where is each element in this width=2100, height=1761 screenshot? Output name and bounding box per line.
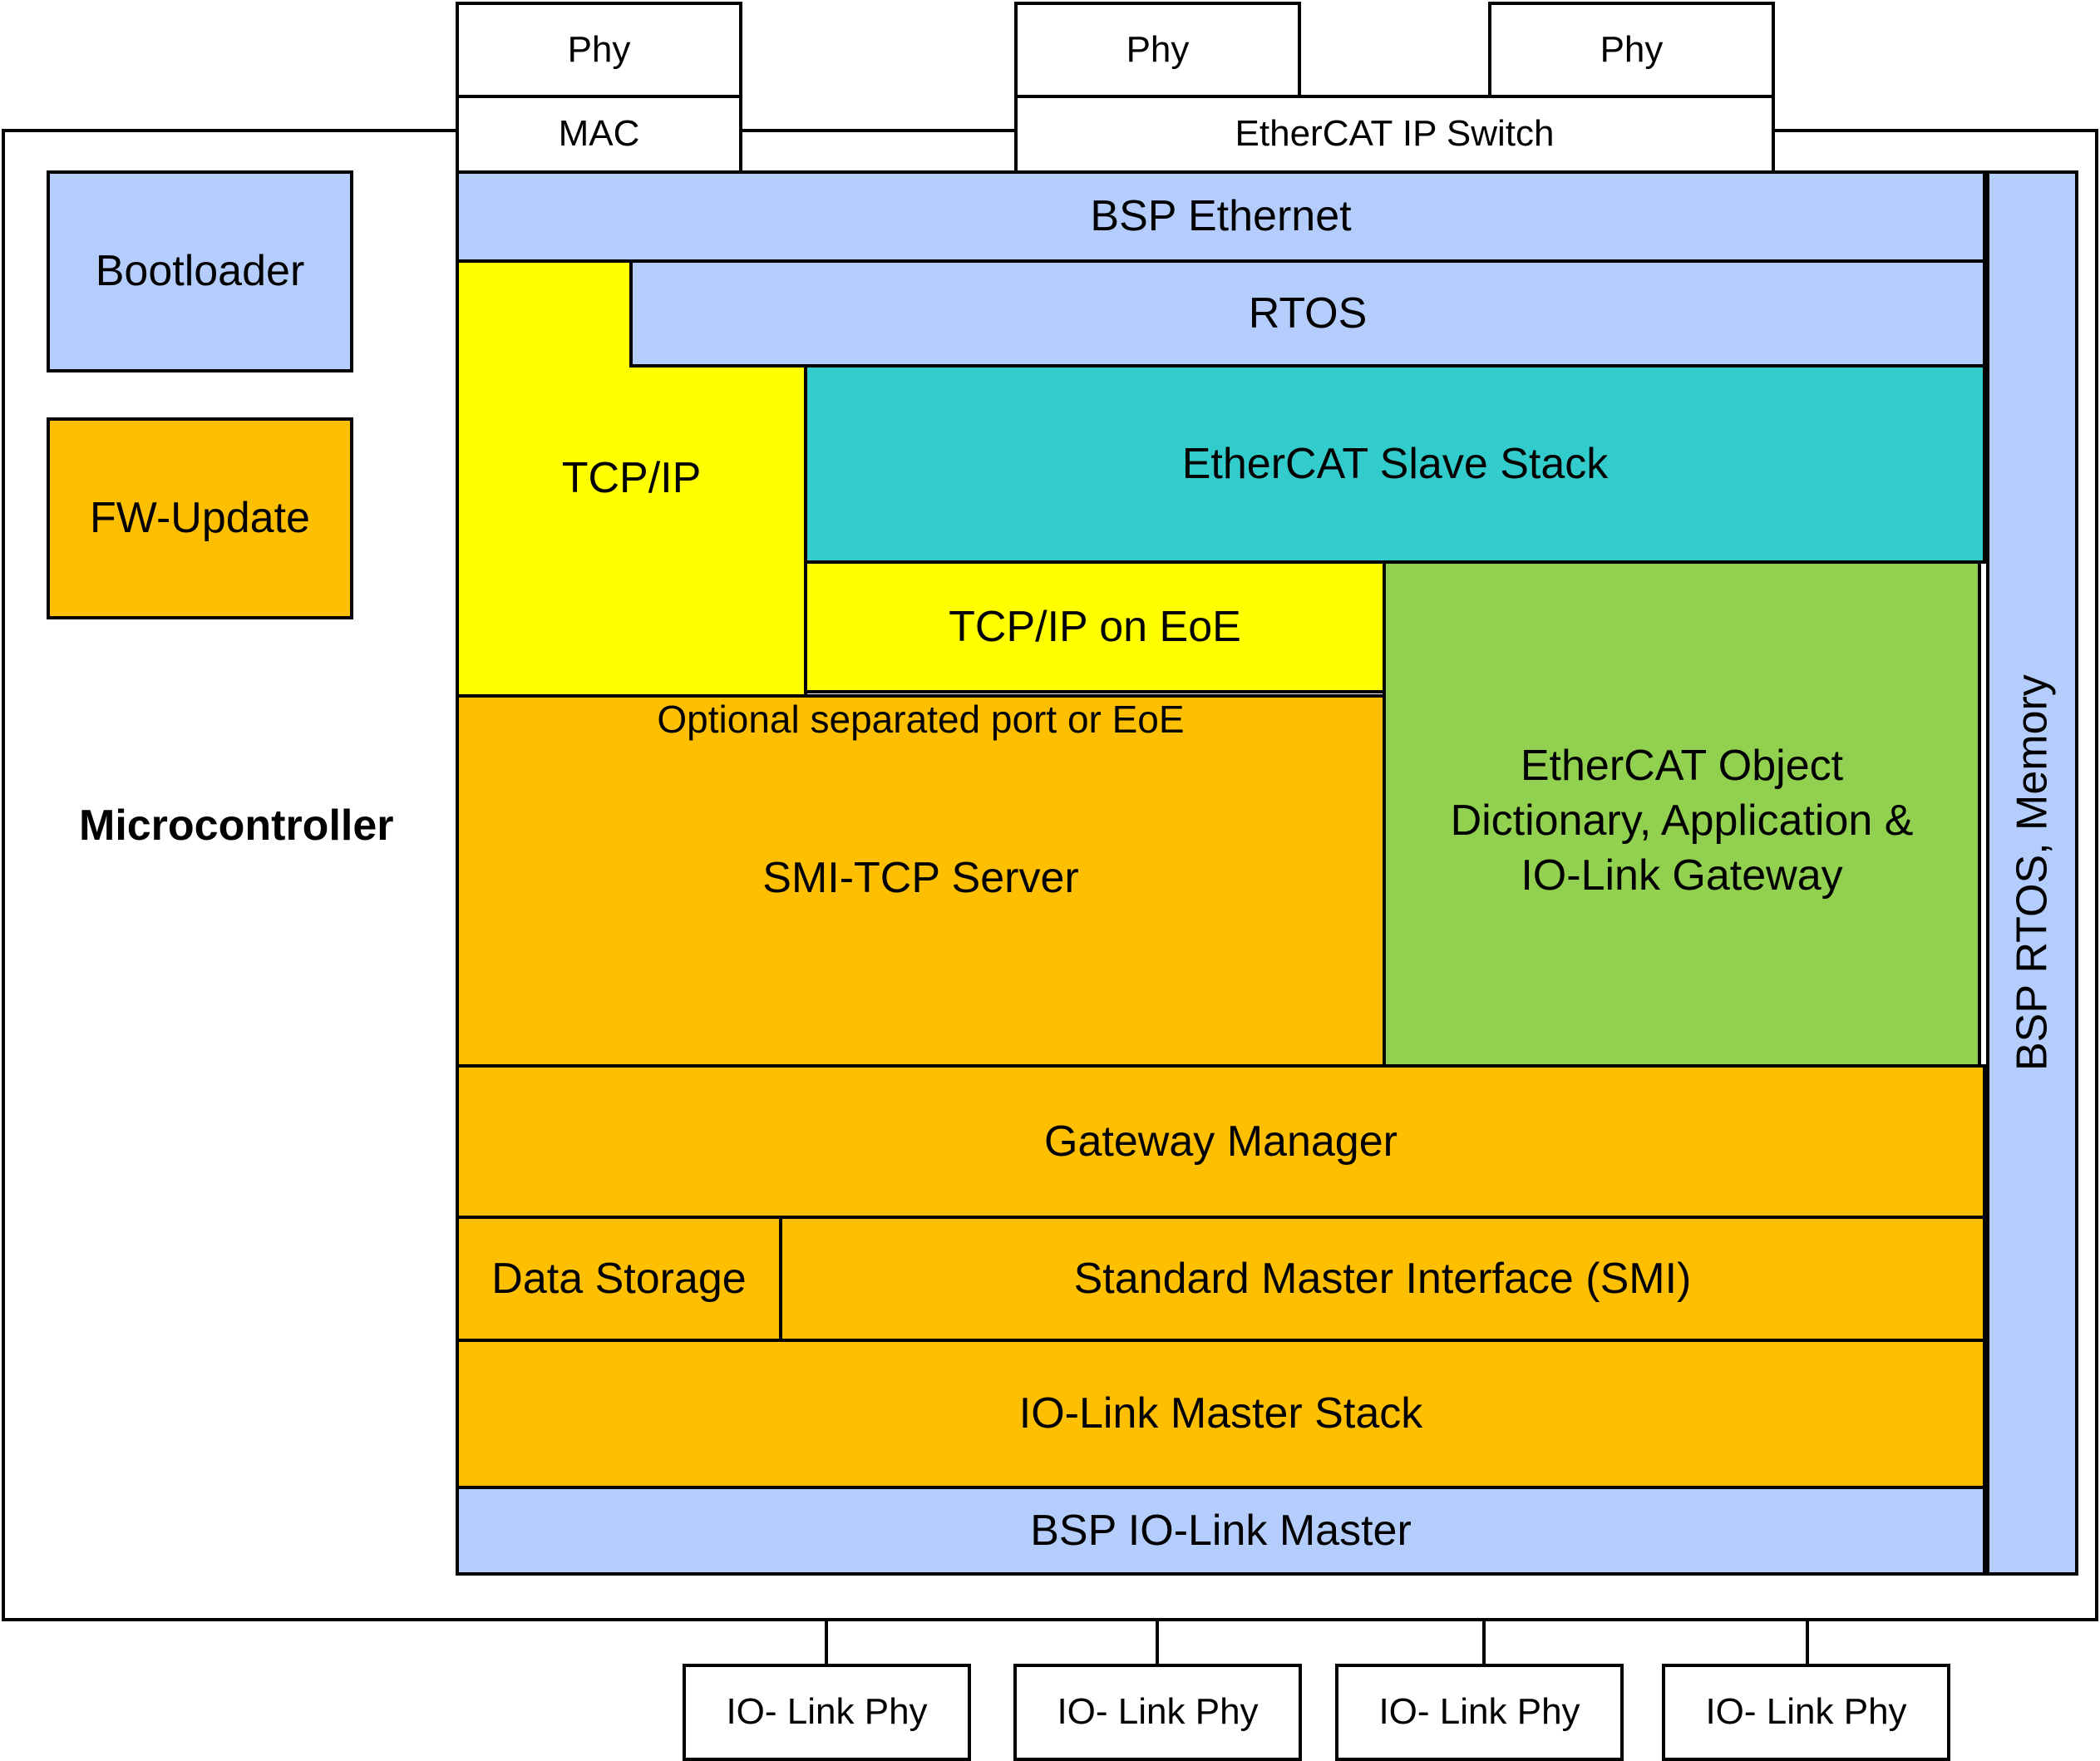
object-dictionary-line-3: IO-Link Gateway [1521,851,1843,900]
connector-line-2 [1156,1620,1159,1665]
phy-top-1: Phy [456,2,742,98]
data-storage-label: Data Storage [491,1254,747,1303]
connector-line-1 [825,1620,828,1665]
gateway-manager-layer: Gateway Manager [456,1064,1986,1219]
io-link-phy-2: IO- Link Phy [1013,1664,1302,1761]
ethercat-ip-switch-label: EtherCAT IP Switch [1235,113,1555,155]
fw-update-block: FW-Update [47,417,353,619]
io-link-phy-3-label: IO- Link Phy [1378,1691,1580,1733]
bsp-ethernet-layer: BSP Ethernet [456,170,1986,263]
smi-layer: Standard Master Interface (SMI) [779,1216,1986,1342]
connector-line-4 [1806,1620,1809,1665]
io-link-master-stack-layer: IO-Link Master Stack [456,1339,1986,1489]
bsp-rtos-memory-layer [1986,170,2078,1576]
ethercat-slave-stack-label: EtherCAT Slave Stack [1181,439,1609,488]
io-link-phy-3: IO- Link Phy [1335,1664,1624,1761]
bsp-io-link-master-label: BSP IO-Link Master [1030,1506,1412,1555]
gateway-manager-label: Gateway Manager [1044,1117,1398,1166]
phy-top-3-label: Phy [1600,28,1664,70]
tcp-ip-on-eoe-label: TCP/IP on EoE [949,602,1241,651]
io-link-phy-4-label: IO- Link Phy [1705,1691,1907,1733]
io-link-phy-1-label: IO- Link Phy [726,1691,928,1733]
bsp-ethernet-label: BSP Ethernet [1090,192,1352,241]
mac-block: MAC [456,95,742,174]
io-link-phy-4: IO- Link Phy [1662,1664,1950,1761]
bsp-rtos-memory-label: BSP RTOS, Memory [2008,674,2057,1072]
phy-top-1-label: Phy [567,28,631,70]
rtos-label: RTOS [1248,289,1368,338]
phy-top-2-label: Phy [1126,28,1190,70]
rtos-layer: RTOS [629,259,1986,367]
bootloader-label: Bootloader [95,247,305,296]
ethercat-ip-switch-block: EtherCAT IP Switch [1014,95,1775,174]
object-dictionary-line-1: EtherCAT Object [1520,742,1844,790]
bsp-io-link-master-layer: BSP IO-Link Master [456,1486,1986,1576]
tcp-ip-on-eoe-layer: TCP/IP on EoE [804,560,1386,693]
data-storage-layer: Data Storage [456,1216,782,1342]
smi-tcp-server-label: SMI-TCP Server [762,854,1079,902]
phy-top-2: Phy [1014,2,1301,98]
mac-label: MAC [558,113,640,155]
tcp-ip-label: TCP/IP [561,454,702,502]
io-link-phy-1: IO- Link Phy [683,1664,971,1761]
connector-line-3 [1482,1620,1486,1665]
microcontroller-label: Microcontroller [79,802,394,850]
ethercat-object-dictionary-layer: EtherCAT Object Dictionary, Application … [1383,560,1981,1068]
bootloader-block: Bootloader [47,170,353,372]
object-dictionary-line-2: Dictionary, Application & [1450,797,1914,846]
smi-label: Standard Master Interface (SMI) [1073,1254,1692,1303]
io-link-master-stack-label: IO-Link Master Stack [1018,1389,1423,1438]
fw-update-label: FW-Update [90,494,310,543]
io-link-phy-2-label: IO- Link Phy [1057,1691,1259,1733]
phy-top-3: Phy [1488,2,1775,98]
ethercat-slave-stack-layer: EtherCAT Slave Stack [804,364,1986,564]
optional-note-label: Optional separated port or EoE [657,698,1185,741]
